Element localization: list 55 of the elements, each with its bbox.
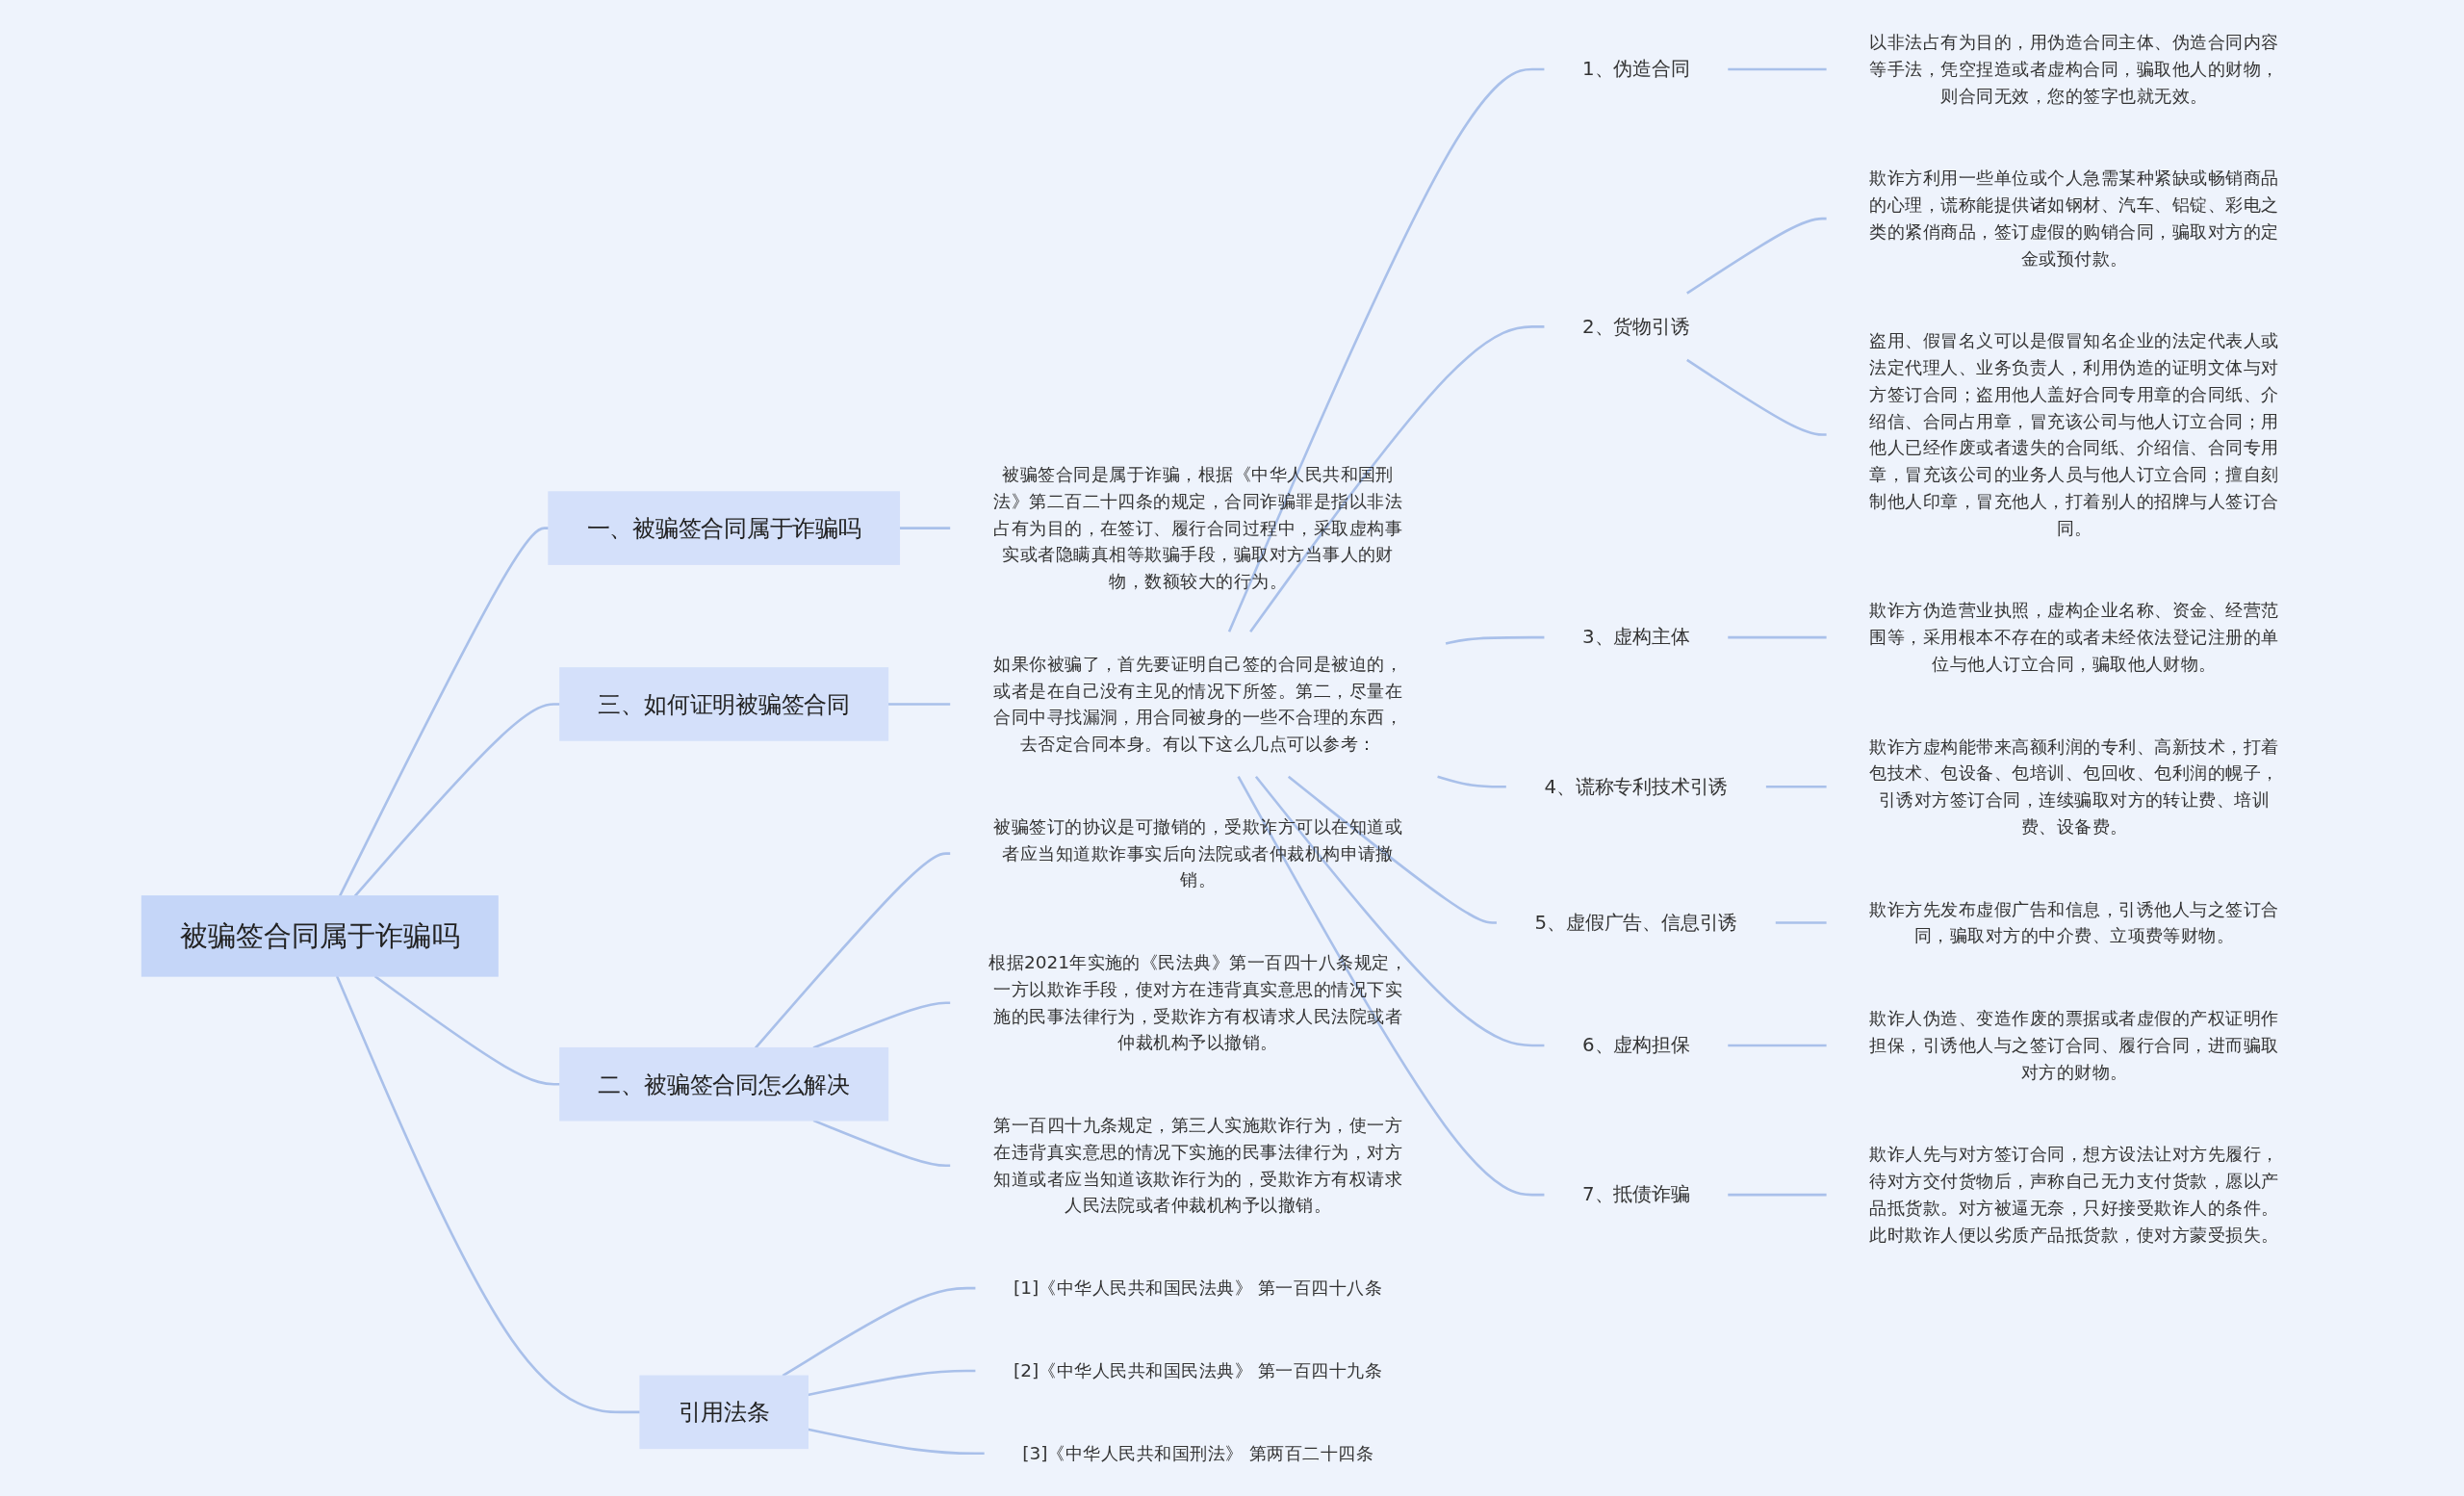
node-text: 2、货物引诱 <box>1582 315 1690 338</box>
connector <box>1445 635 1545 645</box>
node-text: 6、虚构担保 <box>1582 1033 1690 1057</box>
node-text: 7、抵债诈骗 <box>1582 1182 1690 1206</box>
connector <box>808 1428 985 1456</box>
node-text: 第一百四十九条规定，第三人实施欺诈行为，使一方在违背真实意思的情况下实施的民事法律行为，对方知道或者应当知道该欺诈行为的，受欺诈方有权请求人民法院或者仲裁机构予以撤销。 <box>993 1114 1403 1216</box>
node-box: 一、被骗签合同属于诈骗吗 <box>548 491 901 565</box>
node-text: 欺诈方利用一些单位或个人急需某种紧缺或畅销商品的心理，谎称能提供诸如钢材、汽车、铝锭、彩电之类的紧俏商品，签订虚假的购销合同，骗取对方的定金或预付款。 <box>1869 168 2279 269</box>
node-text: 以非法占有为目的，用伪造合同主体、伪造合同内容等手法，凭空捏造或者虚构合同，骗取他人的财物，则合同无效，您的签字也就无效。 <box>1869 32 2279 106</box>
node-text: [3]《中华人民共和国刑法》 第两百二十四条 <box>1022 1442 1374 1463</box>
node-text: 4、谎称专利技术引诱 <box>1544 775 1729 798</box>
connector <box>812 1001 951 1049</box>
node-text: 被骗签订的协议是可撤销的，受欺诈方可以在知道或者应当知道欺诈事实后向法院或者仲裁机构申请撤销。 <box>993 815 1403 890</box>
node-text: 欺诈人先与对方签订合同，想方设法让对方先履行，待对方交付货物后，声称自己无力支付货款，愿以产品抵货款。对方被逼无奈，只好接受欺诈人的条件。此时欺诈人便以劣质产品抵货款，使对方蒙受损失。 <box>1869 1144 2279 1245</box>
connector <box>373 974 560 1086</box>
connector <box>1728 1044 1827 1047</box>
connector <box>808 1369 976 1397</box>
connector <box>353 703 560 897</box>
node-text: 5、虚假广告、信息引诱 <box>1534 911 1738 935</box>
node-text: 被骗签合同是属于诈骗，根据《中华人民共和国刑法》第二百二十四条的规定，合同诈骗罪是指以非法占有为目的，在签订、履行合同过程中，采取虚构事实或者隐瞒真相等欺骗手段，骗取对方当事人的财物，数额较大的行为。 <box>993 463 1403 591</box>
node-text: 盗用、假冒名义可以是假冒知名企业的法定代表人或法定代理人、业务负责人，利用伪造的证明文体与对方签订合同；盗用他人盖好合同专用章的合同纸、介绍信、合同占用章，冒充该公司与他人订立合同；用他人已经作废或者遗失的合同纸、介绍信、合同专用章，冒充该公司的业务人员与他人订立合同；擅自刻制他人印章，冒充他人，打着别人的招牌与人签订合同。 <box>1869 330 2279 538</box>
connector <box>1728 67 1827 71</box>
connector <box>782 1286 976 1378</box>
connector <box>1728 635 1827 639</box>
connector <box>1254 775 1545 1047</box>
connector <box>1249 325 1545 632</box>
node-text: 如果你被骗了，首先要证明自己签的合同是被迫的，或者是在自己没有主见的情况下所签。第二，尽量在合同中寻找漏洞，用合同被身的一些不合理的东西，去否定合同本身。有以下这么几点可以参考： <box>993 653 1403 754</box>
node-text: 欺诈方先发布虚假广告和信息，引诱他人与之签订合同，骗取对方的中介费、立项费等财物。 <box>1869 898 2279 946</box>
node-text: 欺诈方虚构能带来高额利润的专利、高新技术，打着包技术、包设备、包培训、包回收、包利润的幌子，引诱对方签订合同，连续骗取对方的转让费、培训费、设备费。 <box>1869 735 2279 837</box>
connector <box>1686 358 1827 436</box>
node-box: 三、如何证明被骗签合同 <box>559 667 889 741</box>
connector <box>1686 217 1827 295</box>
connector <box>1227 67 1545 632</box>
node-text: 3、虚构主体 <box>1582 625 1690 649</box>
node-box: 被骗签合同属于诈骗吗 <box>141 895 499 977</box>
connector <box>1237 776 1545 1197</box>
node-box: 引用法条 <box>639 1375 808 1450</box>
connector <box>754 852 951 1049</box>
connector <box>887 703 951 706</box>
connector <box>1765 785 1827 788</box>
connector <box>335 975 641 1414</box>
node-text: 欺诈人伪造、变造作废的票据或者虚假的产权证明作担保，引诱他人与之签订合同、履行合同，进而骗取对方的财物。 <box>1869 1008 2279 1082</box>
node-text: 1、伪造合同 <box>1582 57 1690 81</box>
connector <box>1775 921 1827 924</box>
connector <box>812 1119 951 1168</box>
node-box: 二、被骗签合同怎么解决 <box>559 1046 889 1122</box>
node-text: [2]《中华人民共和国民法典》 第一百四十九条 <box>1014 1359 1383 1380</box>
connector <box>338 527 549 897</box>
node-text: 根据2021年实施的《民法典》第一百四十八条规定，一方以欺诈手段，使对方在违背真实意思的情况下实施的民事法律行为，受欺诈方有权请求人民法院或者仲裁机构予以撤销。 <box>988 951 1408 1053</box>
connector <box>1437 775 1506 788</box>
connector <box>1287 775 1497 924</box>
connector <box>1728 1193 1827 1197</box>
node-text: 欺诈方伪造营业执照，虚构企业名称、资金、经营范围等，采用根本不存在的或者未经依法登记注册的单位与他人订立合同，骗取他人财物。 <box>1869 600 2279 674</box>
connector <box>899 527 951 529</box>
node-text: [1]《中华人民共和国民法典》 第一百四十八条 <box>1014 1277 1383 1299</box>
